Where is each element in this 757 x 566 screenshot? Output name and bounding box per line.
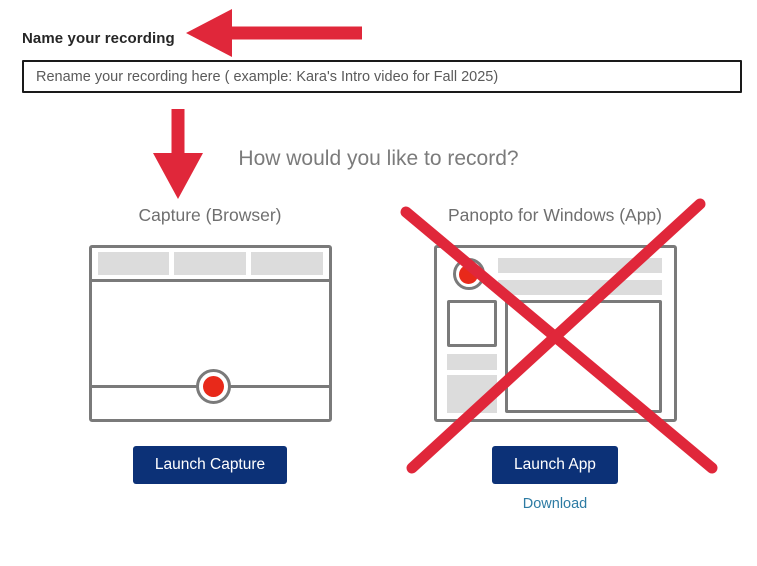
red-left-arrow-icon <box>186 9 362 57</box>
app-header-bars-graphic <box>497 258 662 302</box>
browser-mockup <box>88 245 332 422</box>
browser-window-graphic <box>88 245 332 422</box>
record-button-icon <box>195 369 231 404</box>
app-window-graphic <box>433 245 677 422</box>
option-panopto-windows-app: Panopto for Windows (App) Launch App Dow… <box>400 205 710 512</box>
option-capture-browser-title: Capture (Browser) <box>138 205 282 225</box>
option-panopto-app-title: Panopto for Windows (App) <box>448 205 662 225</box>
app-mockup <box>433 245 677 422</box>
app-sidebar-bar-graphic <box>446 354 497 370</box>
app-sidebar-block-graphic <box>446 375 497 413</box>
capture-button-row: Launch Capture <box>55 446 365 484</box>
browser-tab-graphic <box>97 252 170 275</box>
browser-tab-graphic <box>174 252 246 275</box>
rename-recording-input[interactable] <box>22 60 742 93</box>
app-thumbnail-graphic <box>446 300 497 347</box>
app-bar-graphic <box>497 258 662 273</box>
page-title: Name your recording <box>22 30 175 47</box>
option-capture-browser: Capture (Browser) Launch Capture <box>55 205 365 484</box>
browser-tab-graphic <box>250 252 323 275</box>
launch-app-button[interactable]: Launch App <box>492 446 618 484</box>
record-button-icon <box>452 258 485 290</box>
browser-tabbar-graphic <box>91 248 329 282</box>
download-link[interactable]: Download <box>522 495 588 512</box>
launch-capture-button[interactable]: Launch Capture <box>132 446 288 484</box>
app-bar-graphic <box>497 280 662 295</box>
record-method-heading: How would you like to record? <box>238 147 519 170</box>
app-main-preview-graphic <box>504 300 662 413</box>
app-button-row: Launch App Download <box>400 446 710 512</box>
